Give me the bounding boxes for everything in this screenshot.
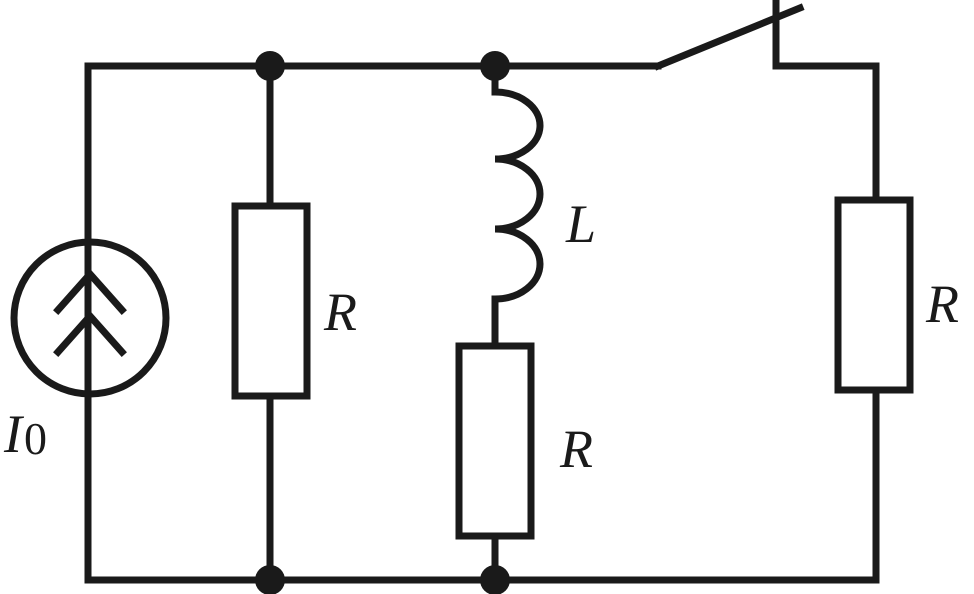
junction-node-top-middle bbox=[480, 51, 510, 81]
bottom-wire bbox=[84, 386, 880, 584]
junction-node-bottom-left bbox=[255, 565, 285, 594]
resistor-middle-label: R bbox=[559, 419, 593, 479]
source-label: I0 bbox=[3, 404, 47, 464]
junction-node-bottom-middle bbox=[480, 565, 510, 594]
switch bbox=[653, 0, 805, 71]
inductor-label: L bbox=[565, 194, 596, 254]
branch-middle bbox=[455, 62, 544, 584]
resistor-right bbox=[834, 196, 914, 394]
junction-node-top-left bbox=[255, 51, 285, 81]
resistor-left-label: R bbox=[323, 282, 357, 342]
top-wire-right bbox=[772, 62, 880, 204]
resistor-middle bbox=[455, 342, 535, 540]
current-source bbox=[10, 238, 170, 398]
source-label-main: I bbox=[3, 404, 25, 464]
inductor bbox=[491, 88, 544, 303]
source-label-subscript: 0 bbox=[24, 413, 47, 464]
resistor-right-label: R bbox=[925, 274, 959, 334]
branch-left bbox=[231, 62, 311, 584]
resistor-left bbox=[231, 202, 311, 400]
